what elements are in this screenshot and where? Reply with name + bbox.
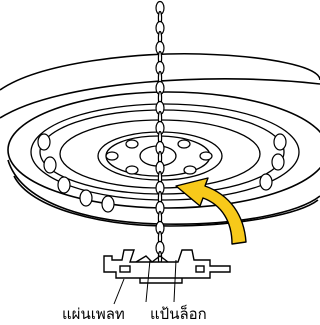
lock-pin-label: แป้นล็อก: [150, 302, 207, 325]
rotate-arrow-icon: [176, 178, 246, 244]
chain: [156, 2, 164, 265]
plate-label: แผ่นเพลท: [62, 302, 125, 325]
lock-plate-assembly: [104, 250, 230, 283]
